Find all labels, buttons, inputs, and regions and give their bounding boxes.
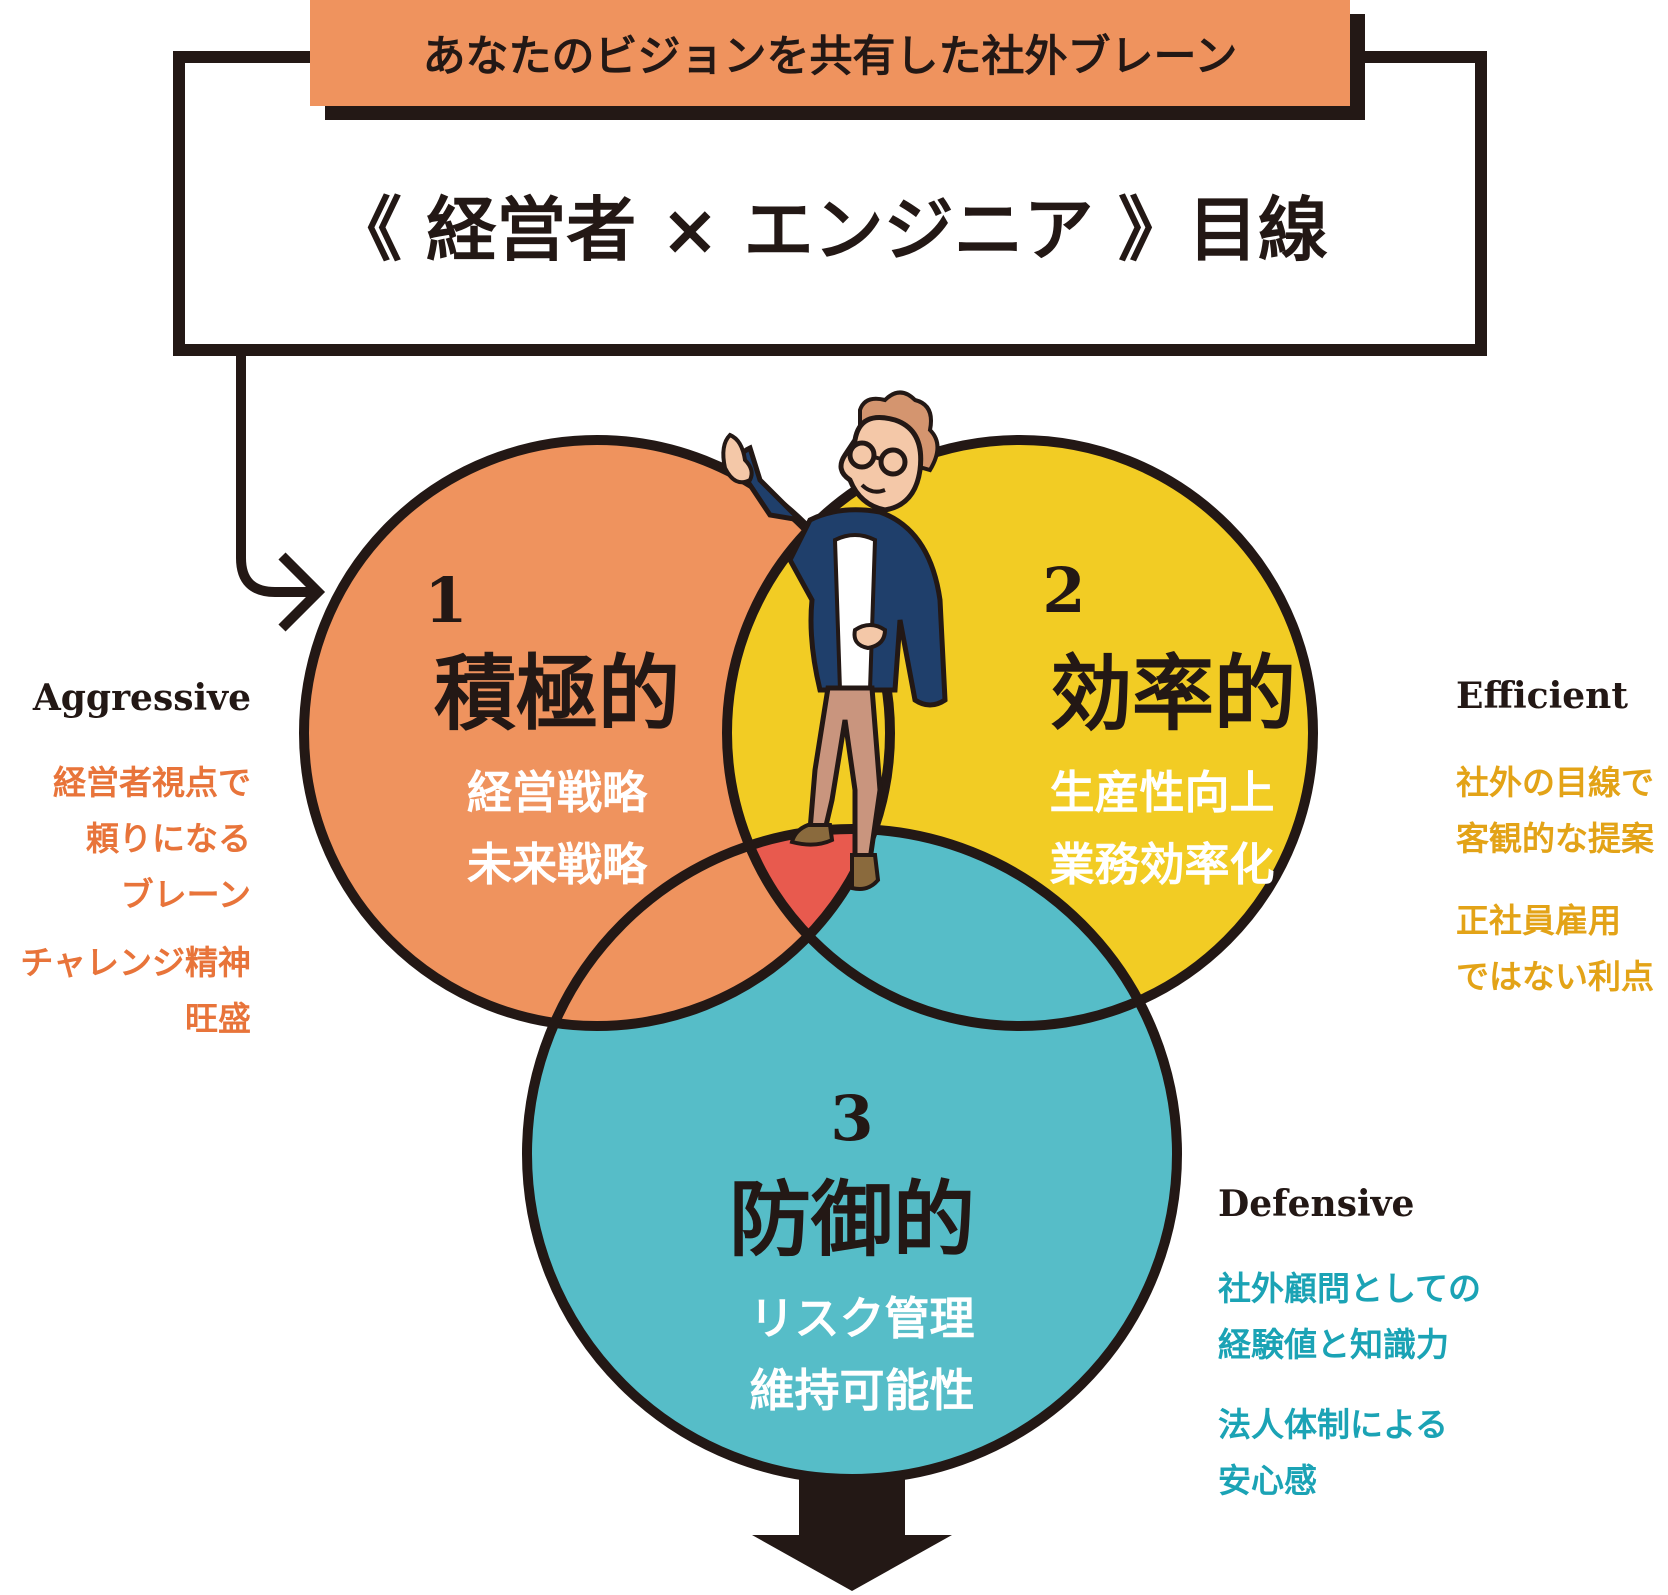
overlap-aggressive-defensive <box>527 829 890 1026</box>
efficient-note-2: 客観的な提案 <box>1456 819 1655 858</box>
circle-3-line-1: リスク管理 <box>749 1292 974 1345</box>
circle-3-title: 防御的 <box>729 1173 975 1268</box>
aggressive-note-5: 旺盛 <box>185 999 251 1038</box>
circle-3-number: 3 <box>830 1082 873 1155</box>
efficient-label: Efficient <box>1456 675 1628 717</box>
circle-1-title: 積極的 <box>434 647 680 742</box>
overlap-efficient-defensive <box>727 829 1177 1026</box>
aggressive-note-4: チャレンジ精神 <box>20 943 251 982</box>
down-arrow-icon <box>752 1478 952 1591</box>
circle-1-line-2: 未来戦略 <box>467 838 648 891</box>
headline-text: 《 経営者 × エンジニア 》目線 <box>332 189 1328 271</box>
circle-2-line-2: 業務効率化 <box>1049 838 1274 891</box>
defensive-note-1: 社外顧問としての <box>1218 1269 1481 1308</box>
efficient-note-3: 正社員雇用 <box>1456 901 1621 940</box>
banner-text: あなたのビジョンを共有した社外ブレーン <box>423 32 1238 82</box>
aggressive-note-3: ブレーン <box>121 875 251 914</box>
defensive-note-3: 法人体制による <box>1218 1405 1448 1444</box>
aggressive-label: Aggressive <box>32 677 251 719</box>
aggressive-note-1: 経営者視点で <box>53 763 251 802</box>
circle-efficient-outline <box>722 435 1318 1031</box>
banner-box <box>310 0 1350 106</box>
person-illustration <box>721 390 948 891</box>
aggressive-note-2: 頼りになる <box>86 819 251 858</box>
efficient-note-4: ではない利点 <box>1456 957 1654 996</box>
circle-2-title: 効率的 <box>1050 647 1296 742</box>
circle-1-number: 1 <box>424 564 467 637</box>
defensive-note-2: 経験値と知識力 <box>1218 1325 1449 1364</box>
circle-3-line-2: 維持可能性 <box>749 1364 974 1417</box>
circle-aggressive-outline <box>299 435 895 1031</box>
defensive-label: Defensive <box>1218 1183 1414 1225</box>
defensive-note-4: 安心感 <box>1218 1461 1317 1500</box>
circle-2-number: 2 <box>1042 554 1085 627</box>
circle-2-line-1: 生産性向上 <box>1049 766 1274 819</box>
circle-1-line-1: 経営戦略 <box>467 766 648 819</box>
elbow-arrow-icon <box>236 350 326 632</box>
efficient-note-1: 社外の目線で <box>1456 763 1654 802</box>
